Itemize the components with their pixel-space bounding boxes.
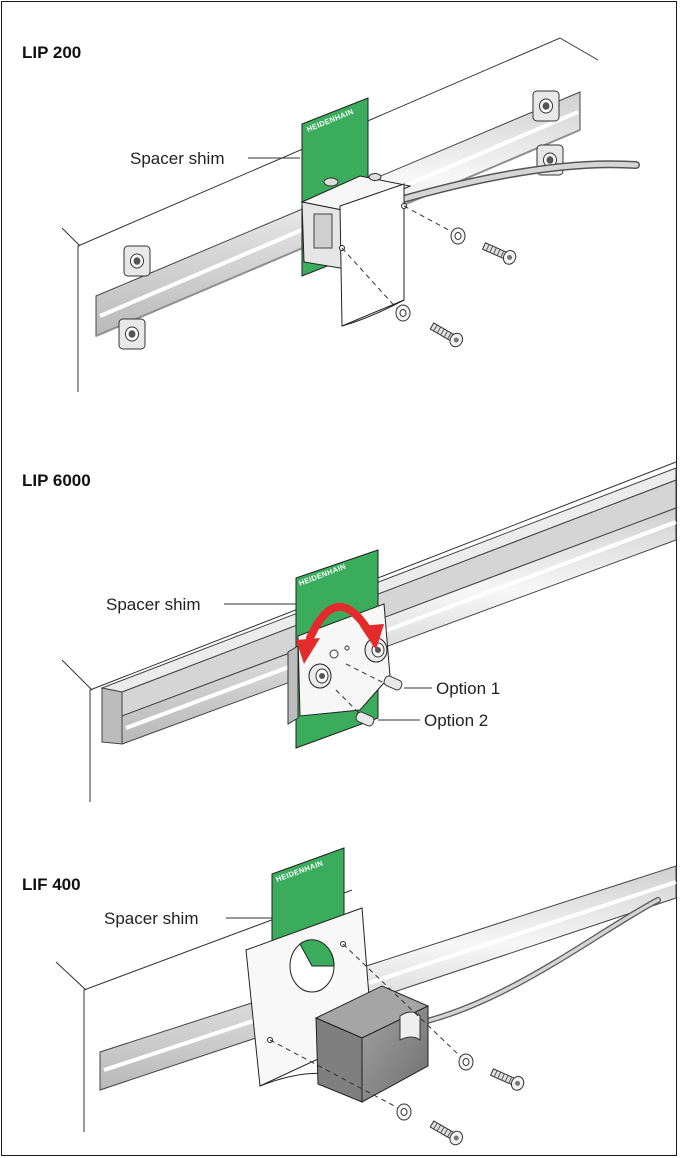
washer <box>458 1053 474 1071</box>
screw-head <box>308 663 332 689</box>
rail-clamp <box>118 318 146 350</box>
mounting-screw <box>428 1117 466 1148</box>
section-lip-200: LIP 200 HEIDENHAIN <box>22 37 640 392</box>
section-lif-400: LIF 400 HEIDENHAIN <box>22 847 677 1148</box>
option-2-label: Option 2 <box>424 711 488 730</box>
scale-rail <box>100 467 677 745</box>
scale-rail <box>99 865 677 1091</box>
rail-clamp <box>123 245 151 277</box>
mounting-screw <box>488 1065 527 1093</box>
mounting-screw <box>480 239 519 267</box>
washer <box>396 1103 412 1121</box>
section-title-lif-400: LIF 400 <box>22 875 81 894</box>
scanning-head <box>314 985 430 1103</box>
option-1-label: Option 1 <box>436 679 500 698</box>
mounting-screw <box>428 319 466 350</box>
section-title-lip-200: LIP 200 <box>22 43 81 62</box>
screw-head <box>364 637 388 663</box>
washer <box>395 304 411 322</box>
mounting-surface <box>89 461 677 802</box>
rotate-direction-arrow <box>296 602 384 664</box>
spacer-shim-label: Spacer shim <box>130 149 224 168</box>
washer <box>450 227 466 245</box>
scanning-head <box>300 173 412 327</box>
option-1-pin <box>383 675 403 691</box>
section-title-lip-6000: LIP 6000 <box>22 471 91 490</box>
section-lip-6000: LIP 6000 HEIDENHAIN <box>22 461 677 802</box>
option-2-pin <box>355 711 375 727</box>
spacer-shim-label: Spacer shim <box>106 595 200 614</box>
mounting-surface <box>83 889 353 1132</box>
spacer-shim-label: Spacer shim <box>104 909 198 928</box>
rail-clamp <box>532 90 560 122</box>
